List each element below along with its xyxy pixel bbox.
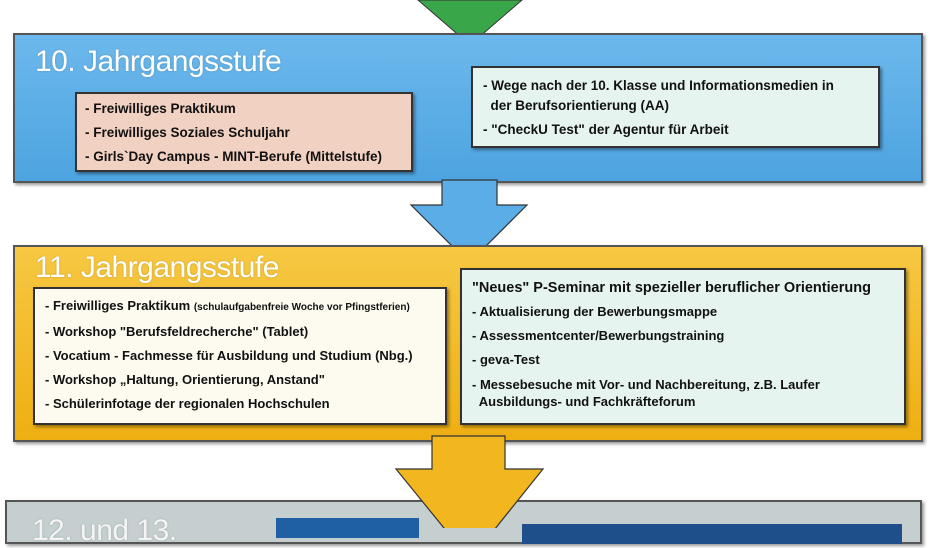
list-item: - geva-Test <box>472 352 540 367</box>
list-item: der Berufsorientierung (AA) <box>483 98 670 113</box>
list-item: - Aktualisierung der Bewerbungsmappe <box>472 304 718 319</box>
list-item: - Freiwilliges Praktikum <box>85 101 236 116</box>
yellow-arrow-layer <box>394 435 545 528</box>
blue-arrow <box>409 179 529 264</box>
list-item: - Workshop „Haltung, Orientierung, Ansta… <box>45 372 325 387</box>
list-item: Ausbildungs- und Fachkräfteforum <box>472 394 696 409</box>
list-item: - Freiwilliges Praktikum (schulaufgabenf… <box>45 298 410 313</box>
list-item: - Assessmentcenter/Bewerbungstraining <box>472 328 725 343</box>
green-arrow <box>417 0 523 46</box>
arrows-layer <box>417 0 523 46</box>
right-heading: "Neues" P-Seminar mit spezieller berufli… <box>472 280 871 296</box>
list-item: - Girls`Day Campus - MINT-Berufe (Mittel… <box>85 149 383 164</box>
stage-11-right-box: "Neues" P-Seminar mit spezieller berufli… <box>460 268 906 425</box>
stage-10-left-box: - Freiwilliges Praktikum - Freiwilliges … <box>75 92 413 172</box>
stage-10-title: 10. Jahrgangsstufe <box>35 45 282 78</box>
list-item: - Messebesuche mit Vor- und Nachbereitun… <box>472 377 820 392</box>
list-item: - Freiwilliges Soziales Schuljahr <box>85 125 290 140</box>
stage-11-title: 11. Jahrgangsstufe <box>35 251 279 284</box>
list-item: - Vocatium - Fachmesse für Ausbildung un… <box>45 348 413 363</box>
yellow-arrow <box>394 435 545 528</box>
stage-11-left-box: - Freiwilliges Praktikum (schulaufgabenf… <box>33 287 447 425</box>
list-item: - Workshop "Berufsfeldrecherche" (Tablet… <box>45 324 309 339</box>
list-item: - Schülerinfotage der regionalen Hochsch… <box>45 396 330 411</box>
list-item: - "CheckU Test" der Agentur für Arbeit <box>483 122 729 137</box>
list-item: - Wege nach der 10. Klasse und Informati… <box>483 78 834 93</box>
stage-10-right-box: - Wege nach der 10. Klasse und Informati… <box>471 66 880 148</box>
blue-arrow-layer <box>409 179 529 264</box>
